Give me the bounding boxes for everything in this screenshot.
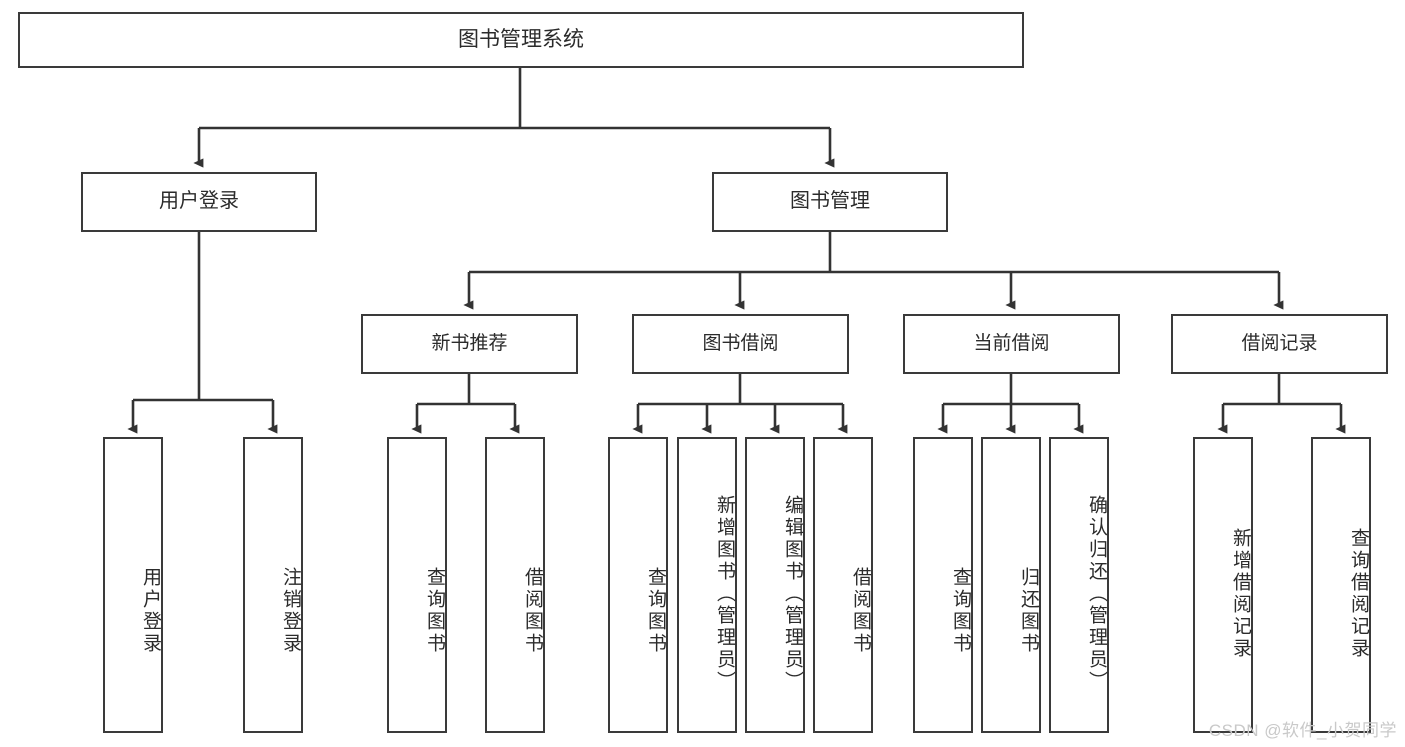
node-label: 用户登录 [140, 567, 161, 655]
node-leaf-add-book-admin[interactable]: 新增图书（管理员） [677, 437, 737, 733]
node-leaf-query-borrow-record[interactable]: 查询借阅记录 [1311, 437, 1371, 733]
node-label: 图书管理系统 [458, 27, 584, 51]
node-label: 借阅记录 [1241, 332, 1318, 354]
node-leaf-user-login[interactable]: 用户登录 [103, 437, 163, 733]
node-leaf-query-book-recommend[interactable]: 查询图书 [387, 437, 447, 733]
node-label: 编辑图书（管理员） [782, 495, 803, 693]
node-leaf-query-book-borrow[interactable]: 查询图书 [608, 437, 668, 733]
node-book-management[interactable]: 图书管理 [712, 172, 948, 232]
node-label: 用户登录 [159, 190, 239, 213]
node-label: 当前借阅 [973, 332, 1050, 354]
node-label: 图书借阅 [702, 332, 779, 354]
node-leaf-edit-book-admin[interactable]: 编辑图书（管理员） [745, 437, 805, 733]
node-leaf-query-book-current[interactable]: 查询图书 [913, 437, 973, 733]
node-user-login[interactable]: 用户登录 [81, 172, 317, 232]
node-leaf-confirm-return-admin[interactable]: 确认归还（管理员） [1049, 437, 1109, 733]
node-label: 图书管理 [790, 190, 870, 213]
node-label: 查询图书 [424, 567, 445, 655]
node-leaf-logout[interactable]: 注销登录 [243, 437, 303, 733]
node-current-borrow[interactable]: 当前借阅 [903, 314, 1120, 374]
node-leaf-return-book[interactable]: 归还图书 [981, 437, 1041, 733]
node-label: 查询借阅记录 [1348, 528, 1369, 660]
node-label: 借阅图书 [522, 567, 543, 655]
node-book-borrow[interactable]: 图书借阅 [632, 314, 849, 374]
node-label: 新增图书（管理员） [714, 495, 735, 693]
node-label: 新增借阅记录 [1230, 528, 1251, 660]
node-label: 归还图书 [1018, 567, 1039, 655]
node-label: 新书推荐 [431, 332, 508, 354]
node-borrow-record[interactable]: 借阅记录 [1171, 314, 1388, 374]
node-label: 注销登录 [280, 567, 301, 655]
node-root-book-management-system[interactable]: 图书管理系统 [18, 12, 1024, 68]
node-label: 确认归还（管理员） [1086, 495, 1107, 693]
node-label: 借阅图书 [850, 567, 871, 655]
node-leaf-add-borrow-record[interactable]: 新增借阅记录 [1193, 437, 1253, 733]
node-new-book-recommend[interactable]: 新书推荐 [361, 314, 578, 374]
node-label: 查询图书 [645, 567, 666, 655]
node-label: 查询图书 [950, 567, 971, 655]
watermark: CSDN @软件_小贺同学 [1208, 721, 1397, 740]
node-leaf-borrow-book[interactable]: 借阅图书 [813, 437, 873, 733]
node-leaf-borrow-book-recommend[interactable]: 借阅图书 [485, 437, 545, 733]
